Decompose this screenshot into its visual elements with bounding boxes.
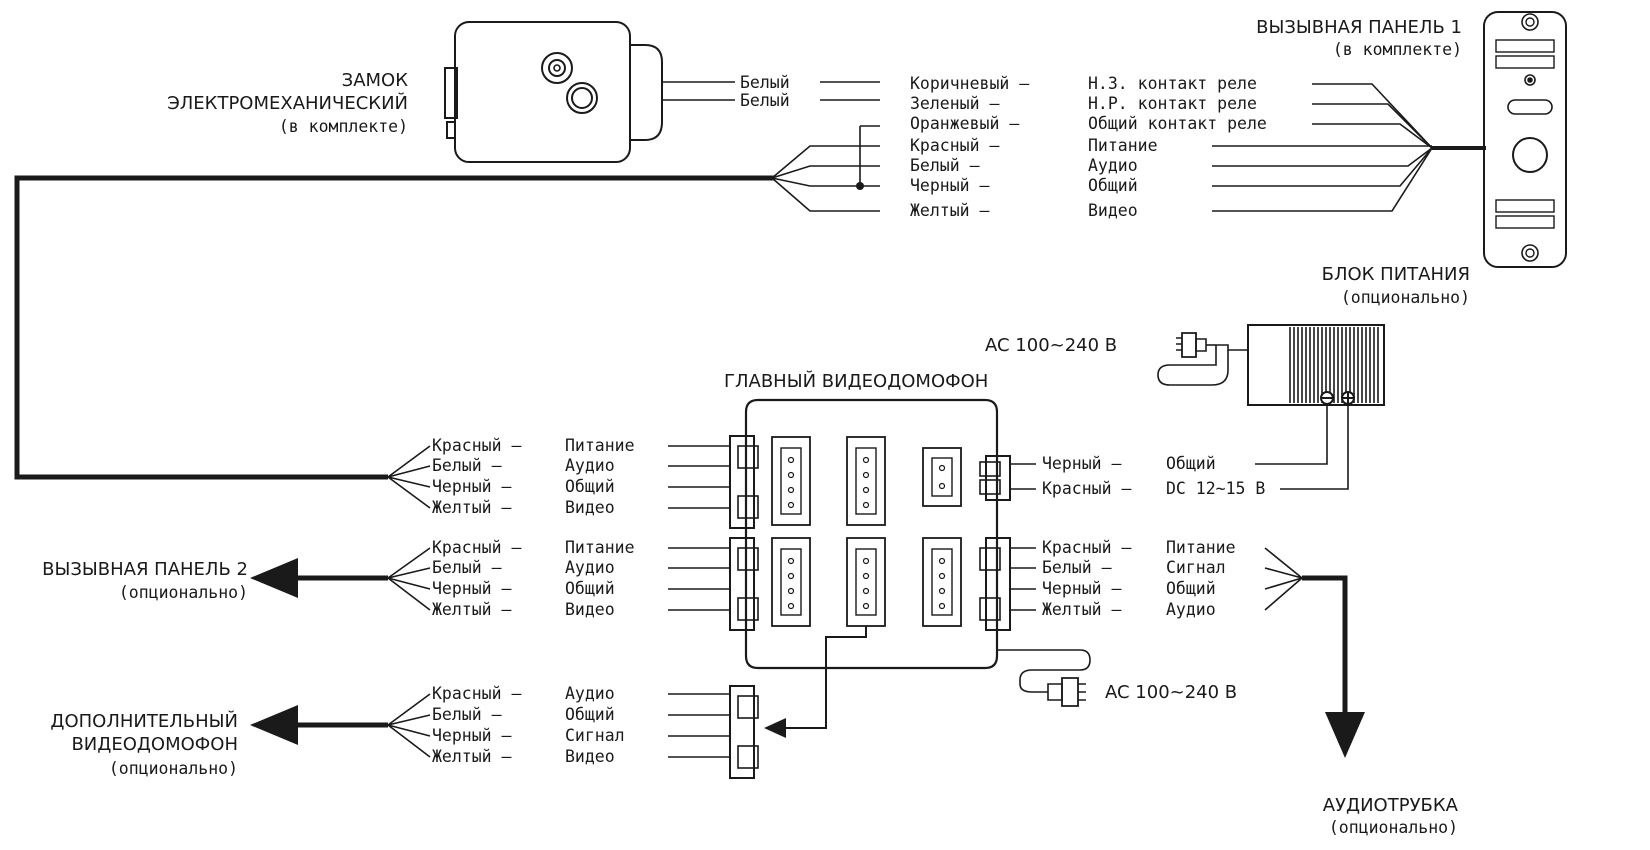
wire-color: Красный – — [432, 684, 522, 703]
wire-color: Красный – — [910, 136, 1000, 155]
wire-color: Черный – — [1042, 579, 1122, 598]
ac-label-top: AC 100~240 В — [985, 335, 1118, 356]
lock-wire-2: Белый — [740, 91, 790, 110]
extra-title: ДОПОЛНИТЕЛЬНЫЙ — [50, 711, 238, 732]
wire-signal: Общий контакт реле — [1088, 114, 1267, 133]
wire-color: Черный – — [432, 726, 512, 745]
wire-color: Желтый – — [432, 498, 512, 517]
wire-color: Оранжевый – — [910, 114, 1020, 133]
panel2-subtitle: (опционально) — [118, 583, 248, 602]
wire-signal: Видео — [1088, 201, 1138, 220]
wire-color: Зеленый – — [910, 94, 1000, 113]
wire-signal: Сигнал — [565, 726, 625, 745]
handset-title: АУДИОТРУБКА — [1322, 795, 1458, 816]
wire-signal: Н.Р. контакт реле — [1088, 94, 1257, 113]
wire-signal: Общий — [1166, 454, 1216, 473]
call-panel-1-illustration — [1483, 11, 1567, 268]
wire-color: Желтый – — [432, 600, 512, 619]
wire-signal: Видео — [565, 498, 615, 517]
wire-color: Черный – — [1042, 454, 1122, 473]
wire-color: Красный – — [1042, 538, 1132, 557]
wire-signal: Аудио — [1088, 156, 1138, 175]
lock-title-2: ЭЛЕКТРОМЕХАНИЧЕСКИЙ — [167, 93, 408, 114]
wire-signal: Н.З. контакт реле — [1088, 74, 1257, 93]
wire-color: Желтый – — [1042, 600, 1122, 619]
wire-signal: Общий — [565, 579, 615, 598]
psu-title: БЛОК ПИТАНИЯ — [1321, 264, 1470, 285]
wire-color: Белый – — [1042, 558, 1112, 577]
psu-subtitle: (опционально) — [1340, 288, 1470, 307]
panel1-title: ВЫЗЫВНАЯ ПАНЕЛЬ 1 — [1256, 17, 1462, 38]
wire-color: Белый – — [432, 705, 502, 724]
wire-color: Белый – — [432, 456, 502, 475]
wire-signal: Питание — [565, 436, 635, 455]
wire-color: Красный – — [432, 436, 522, 455]
wire-color: Черный – — [910, 176, 990, 195]
lock-illustration — [444, 21, 880, 163]
wire-signal: Питание — [1166, 538, 1236, 557]
wire-signal: Аудио — [1166, 600, 1216, 619]
wire-color: Красный – — [1042, 479, 1132, 498]
wire-signal: Видео — [565, 747, 615, 766]
wire-color: Желтый – — [910, 201, 990, 220]
main-intercom-illustration — [729, 398, 1091, 779]
handset-subtitle: (опционально) — [1328, 818, 1458, 837]
wire-signal: Аудио — [565, 558, 615, 577]
wire-signal: DC 12~15 В — [1166, 479, 1266, 498]
wire-signal: Общий — [565, 477, 615, 496]
wire-signal: Питание — [1088, 136, 1158, 155]
wire-color: Белый – — [910, 156, 980, 175]
extra-title-2: ВИДЕОДОМОФОН — [71, 734, 238, 755]
extra-subtitle: (опционально) — [108, 759, 238, 778]
wire-signal: Общий — [565, 705, 615, 724]
wire-signal: Общий — [1166, 579, 1216, 598]
main-intercom-title: ГЛАВНЫЙ ВИДЕОДОМОФОН — [724, 371, 989, 392]
lock-title: ЗАМОК — [341, 70, 408, 91]
lock-wire-1: Белый — [740, 73, 790, 92]
wire-color: Коричневый – — [910, 74, 1030, 93]
wire-signal: Аудио — [565, 456, 615, 475]
panel1-subtitle: (в комплекте) — [1332, 40, 1462, 59]
lock-subtitle: (в комплекте) — [278, 117, 408, 136]
wire-color: Черный – — [432, 579, 512, 598]
wire-color: Желтый – — [432, 747, 512, 766]
panel2-title: ВЫЗЫВНАЯ ПАНЕЛЬ 2 — [42, 559, 248, 580]
wire-signal: Видео — [565, 600, 615, 619]
wire-color: Черный – — [432, 477, 512, 496]
wire-signal: Общий — [1088, 176, 1138, 195]
wire-signal: Питание — [565, 538, 635, 557]
wire-signal: Сигнал — [1166, 558, 1226, 577]
wire-color: Красный – — [432, 538, 522, 557]
wire-signal: Аудио — [565, 684, 615, 703]
power-supply-illustration — [1157, 324, 1385, 490]
wire-color: Белый – — [432, 558, 502, 577]
ac-label-bottom: AC 100~240 В — [1105, 682, 1238, 703]
